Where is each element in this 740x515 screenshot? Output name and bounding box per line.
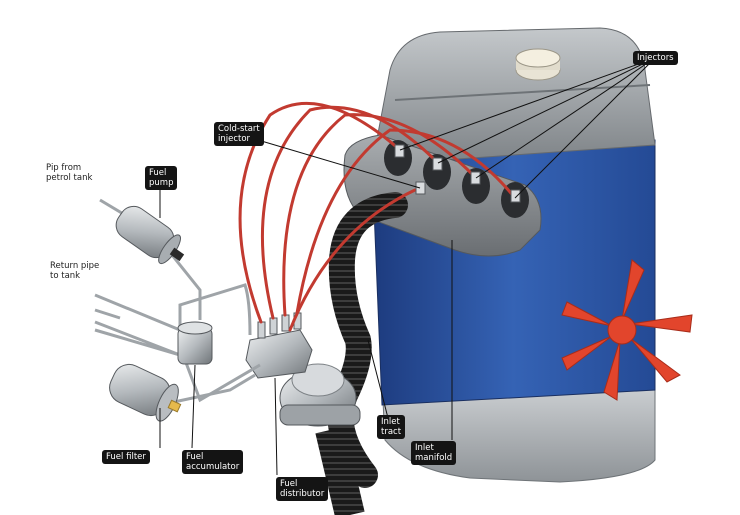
label-inlet-tract: Inlet tract: [377, 415, 406, 439]
fuel-pump: [115, 205, 185, 265]
cooling-fan: [561, 259, 693, 401]
fuel-filter-shape: [109, 363, 182, 422]
leader-lines: [159, 57, 656, 476]
label-pipe-from-tank: Pip from petrol tank: [46, 163, 93, 183]
label-fuel-distributor: Fuel distributor: [276, 477, 329, 501]
label-injectors: Injectors: [633, 51, 678, 65]
fuel-accumulator-shape: [177, 321, 213, 365]
injector-nozzles: [394, 144, 521, 203]
fuel-distributor-body: [245, 329, 313, 379]
injector-fuel-lines: [238, 101, 517, 332]
label-return-pipe: Return pipe to tank: [50, 261, 100, 281]
rocker-cover: [371, 27, 656, 166]
label-cold-start-injector: Cold-start injector: [214, 122, 264, 146]
label-fuel-accumulator: Fuel accumulator: [182, 450, 244, 474]
label-inlet-manifold: Inlet manifold: [411, 441, 457, 465]
label-fuel-filter: Fuel filter: [102, 450, 150, 464]
label-fuel-pump: Fuel pump: [145, 166, 178, 190]
